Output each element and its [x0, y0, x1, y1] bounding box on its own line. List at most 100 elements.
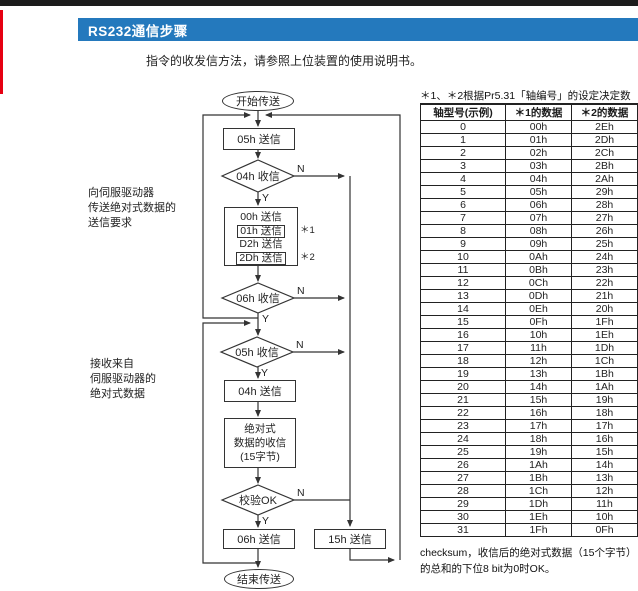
table-cell: 25h [571, 237, 638, 251]
end-terminal: 结束传送 [224, 569, 294, 589]
group-label-send-request: 向伺服驱动器 传送绝对式数据的 送信要求 [88, 186, 176, 231]
section-title-bar: RS232通信步骤 [78, 18, 638, 41]
footnote-mark-2: ＊2 [300, 252, 315, 263]
table-cell: 14h [505, 380, 572, 394]
group-label-line: 绝对式数据 [90, 388, 145, 400]
recv-data-line: (15字节) [240, 451, 280, 463]
table-cell: 1Eh [505, 510, 572, 524]
table-cell: 24h [571, 250, 638, 264]
branch-label-yes: Y [262, 313, 270, 325]
table-cell: 5 [420, 185, 506, 199]
table-cell: 12h [505, 354, 572, 368]
table-cell: 22 [420, 406, 506, 420]
table-cell: 11 [420, 263, 506, 277]
step-send-15h: 15h 送信 [314, 529, 386, 549]
table-cell: 19h [505, 445, 572, 459]
table-cell: 15h [505, 393, 572, 407]
table-cell: 2 [420, 146, 506, 160]
table-cell: 24 [420, 432, 506, 446]
table-cell: 20h [571, 302, 638, 316]
table-cell: 0Dh [505, 289, 572, 303]
step-send-04h: 04h 送信 [224, 380, 296, 402]
request-line-d2h: D2h 送信 [239, 238, 283, 250]
table-cell: 0Fh [505, 315, 572, 329]
recv-data-line: 绝对式 [244, 423, 276, 435]
table-cell: 14h [571, 458, 638, 472]
table-cell: 0Bh [505, 263, 572, 277]
table-cell: 29 [420, 497, 506, 511]
decision-recv-06h: 06h 收信 [236, 293, 280, 305]
table-cell: 18 [420, 354, 506, 368]
table-cell: 10h [571, 510, 638, 524]
table-cell: 1Fh [571, 315, 638, 329]
request-line-2dh: 2Dh 送信 [225, 251, 297, 266]
step-send-06h: 06h 送信 [223, 529, 295, 549]
table-cell: 12 [420, 276, 506, 290]
section-title: RS232通信步骤 [88, 23, 188, 39]
table-cell: 30 [420, 510, 506, 524]
footnote-mark-1: ＊1 [300, 225, 315, 236]
branch-label-no: N [297, 285, 305, 297]
table-cell: 17h [505, 419, 572, 433]
table-cell: 00h [505, 120, 572, 134]
table-cell: 31 [420, 523, 506, 537]
table-cell: 16 [420, 328, 506, 342]
table-cell: 22h [571, 276, 638, 290]
table-cell: 1Bh [505, 471, 572, 485]
table-cell: 01h [505, 133, 572, 147]
table-cell: 23 [420, 419, 506, 433]
table-cell: 11h [505, 341, 572, 355]
decision-recv-04h: 04h 收信 [236, 171, 280, 183]
step-send-request: 00h 送信 01h 送信 D2h 送信 2Dh 送信 [224, 207, 298, 266]
table-cell: 21h [571, 289, 638, 303]
branch-label-no: N [296, 339, 304, 351]
table-cell: 13h [571, 471, 638, 485]
table-cell: 0Fh [571, 523, 638, 537]
group-label-line: 送信要求 [88, 217, 132, 229]
table-cell: 9 [420, 237, 506, 251]
step-receive-absolute-data: 绝对式 数据的收信 (15字节) [224, 418, 296, 468]
table-cell: 4 [420, 172, 506, 186]
table-cell: 2Ah [571, 172, 638, 186]
branch-label-no: N [297, 487, 305, 499]
table-cell: 2Bh [571, 159, 638, 173]
group-label-receive-data: 接收来自 伺服驱动器的 绝对式数据 [90, 357, 156, 402]
table-cell: 15 [420, 315, 506, 329]
table-cell: 23h [571, 263, 638, 277]
table-cell: 07h [505, 211, 572, 225]
table-cell: 11h [571, 497, 638, 511]
column-header: ＊2的数据 [571, 103, 638, 121]
request-line-01h: 01h 送信 [225, 224, 297, 239]
table-cell: 29h [571, 185, 638, 199]
table-cell: 02h [505, 146, 572, 160]
branch-label-yes: Y [262, 192, 270, 204]
table-cell: 21 [420, 393, 506, 407]
table-header-row: 轴型号(示例)＊1的数据＊2的数据 [420, 103, 638, 121]
table-cell: 0Ch [505, 276, 572, 290]
table-cell: 14 [420, 302, 506, 316]
table-cell: 6 [420, 198, 506, 212]
table-cell: 20 [420, 380, 506, 394]
table-cell: 17h [571, 419, 638, 433]
group-label-line: 接收来自 [90, 358, 134, 370]
